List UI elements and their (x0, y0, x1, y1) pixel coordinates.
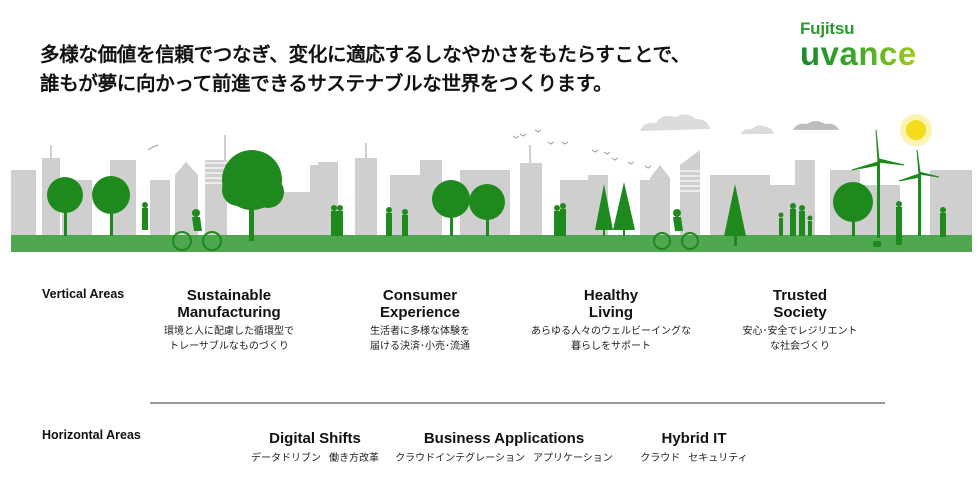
area-desc-line-1: あらゆる人々のウェルビーイングな (531, 326, 691, 337)
harea-title: Digital Shifts (269, 430, 361, 447)
harea-tag: 働き方改革 (329, 453, 379, 464)
person-icon (807, 215, 813, 236)
area-title-line-1: Trusted (772, 287, 828, 304)
area-desc-line-1: 安心･安全でレジリエント (742, 326, 858, 337)
harea-tag: セキュリティ (688, 453, 748, 464)
person-icon (790, 203, 796, 236)
person-icon (337, 205, 343, 236)
people (142, 201, 946, 251)
tree-icon (724, 184, 746, 246)
harea-tags: クラウドインテグレーションアプリケーション (395, 452, 613, 466)
wind-turbines (851, 129, 940, 238)
wind-turbine-icon (851, 129, 905, 238)
harea-tag: アプリケーション (533, 453, 613, 464)
clouds (640, 114, 839, 134)
harea-tag: データドリブン (251, 453, 321, 464)
person-icon (142, 202, 148, 230)
harea-tags: クラウドセキュリティ (640, 452, 747, 466)
vertical-area-sustainable-manufacturing: Sustainable Manufacturing 環境と人に配慮した循環型で … (164, 287, 294, 354)
area-title-line-1: Consumer (382, 287, 458, 304)
cloud-icon (640, 114, 710, 131)
tree-icon (469, 184, 505, 236)
person-icon (386, 207, 392, 236)
person-icon (560, 203, 566, 236)
headline-line-2: 誰もが夢に向かって前進できるサステナブルな世界をつくります。 (40, 72, 613, 95)
logo-brand: Fujitsu (800, 19, 855, 38)
cloud-icon (793, 121, 839, 130)
person-icon (896, 201, 902, 245)
person-icon (940, 207, 946, 237)
harea-tag: クラウド (640, 453, 681, 464)
area-desc-line-2: な社会づくり (770, 341, 830, 352)
building-windows (205, 162, 700, 192)
headline-line-1: 多様な価値を信頼でつなぎ、変化に適応するしなやかさをもたらすことで、 (40, 43, 691, 66)
birds (147, 129, 652, 169)
area-title-line-2: Society (773, 304, 827, 321)
area-desc-line-2: トレーサブルなものづくり (169, 341, 289, 352)
city-illustration (11, 114, 972, 252)
area-title: Sustainable Manufacturing (164, 287, 294, 321)
area-title-line-1: Healthy (583, 287, 639, 304)
ground (11, 235, 972, 252)
harea-title: Hybrid IT (661, 430, 727, 447)
area-description: 生活者に多様な体験を 届ける決済･小売･流通 (370, 324, 470, 354)
person-icon (799, 205, 805, 236)
area-desc-line-1: 環境と人に配慮した循環型で (164, 326, 294, 337)
cloud-icon (740, 125, 774, 134)
logo-product: uvance (800, 35, 917, 72)
vertical-area-trusted-society: Trusted Society 安心･安全でレジリエント な社会づくり (743, 287, 858, 354)
horizontal-area-hybrid-it: Hybrid IT クラウドセキュリティ (640, 430, 747, 466)
vertical-area-consumer-experience: Consumer Experience 生活者に多様な体験を 届ける決済･小売･… (370, 287, 470, 354)
area-title-line-2: Living (588, 304, 634, 321)
tree-icon (432, 180, 470, 236)
person-icon (778, 212, 784, 236)
horizontal-area-digital-shifts: Digital Shifts データドリブン働き方改革 (251, 430, 379, 466)
wind-turbine-icon (898, 149, 940, 236)
tree-icon (595, 184, 613, 236)
cyclist-icon (172, 209, 222, 251)
area-title-line-2: Manufacturing (177, 304, 281, 321)
area-desc-line-2: 暮らしをサポート (571, 341, 651, 352)
tree-icon (833, 182, 873, 236)
harea-tag: クラウドインテグレーション (395, 453, 525, 464)
section-divider (150, 402, 885, 404)
tree-icon (92, 176, 130, 236)
person-icon (402, 209, 408, 236)
area-title: Healthy Living (531, 287, 691, 321)
person-icon (554, 205, 560, 236)
area-description: あらゆる人々のウェルビーイングな 暮らしをサポート (531, 324, 691, 354)
sun-icon (906, 120, 926, 140)
person-icon (331, 205, 337, 236)
area-title: Trusted Society (743, 287, 858, 321)
harea-title: Business Applications (423, 430, 585, 447)
tree-icon (613, 182, 635, 236)
tree-icon (222, 150, 284, 241)
headline: 多様な価値を信頼でつなぎ、変化に適応するしなやかさをもたらすことで、 誰もが夢に… (40, 40, 690, 98)
harea-tags: データドリブン働き方改革 (251, 452, 379, 466)
tree-icon (47, 177, 83, 236)
horizontal-area-business-applications: Business Applications クラウドインテグレーションアプリケー… (395, 430, 613, 466)
trees (47, 150, 873, 246)
fujitsu-uvance-logo: Fujitsu uvance (800, 19, 917, 72)
vertical-area-healthy-living: Healthy Living あらゆる人々のウェルビーイングな 暮らしをサポート (531, 287, 691, 354)
cyclist-icon (653, 209, 699, 250)
area-desc-line-2: 届ける決済･小売･流通 (370, 341, 470, 352)
area-description: 安心･安全でレジリエント な社会づくり (743, 324, 858, 354)
area-title: Consumer Experience (370, 287, 470, 321)
dog-icon (873, 241, 881, 247)
area-title-line-2: Experience (379, 304, 461, 321)
vertical-areas-label: Vertical Areas (42, 287, 125, 301)
area-desc-line-1: 生活者に多様な体験を (370, 326, 470, 337)
area-title-line-1: Sustainable (186, 287, 272, 304)
area-description: 環境と人に配慮した循環型で トレーサブルなものづくり (164, 324, 294, 354)
horizontal-areas-label: Horizontal Areas (42, 428, 141, 442)
